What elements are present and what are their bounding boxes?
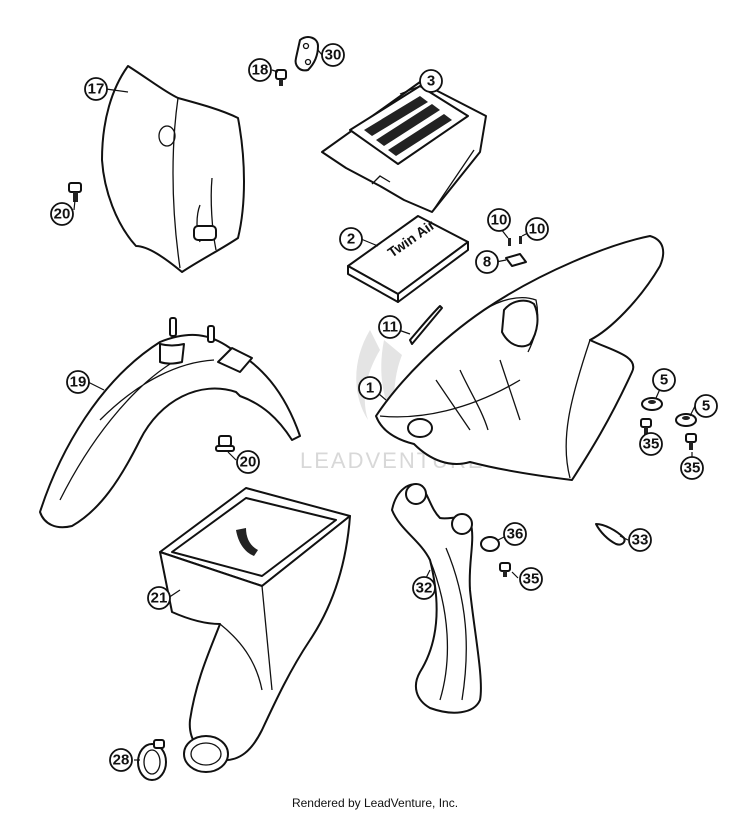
svg-text:3: 3 — [427, 73, 435, 90]
screw-18 — [275, 69, 287, 86]
svg-text:33: 33 — [632, 532, 649, 549]
svg-text:21: 21 — [151, 590, 168, 607]
callout-36: 36 — [503, 522, 527, 546]
cable-tie — [595, 523, 626, 546]
callout-5-left: 5 — [652, 368, 676, 392]
air-box-lid — [321, 81, 487, 213]
svg-text:11: 11 — [382, 319, 398, 336]
washer-36 — [480, 536, 500, 552]
svg-text:20: 20 — [54, 206, 71, 223]
callout-20-middle: 20 — [236, 450, 260, 474]
callout-5-right: 5 — [694, 394, 718, 418]
svg-text:32: 32 — [416, 580, 433, 597]
callout-35-right: 35 — [680, 456, 704, 480]
front-number-plate — [101, 65, 245, 273]
svg-text:36: 36 — [507, 526, 524, 543]
svg-text:28: 28 — [113, 752, 130, 769]
callout-8: 8 — [475, 250, 499, 274]
svg-text:10: 10 — [529, 221, 546, 238]
callout-28: 28 — [109, 748, 133, 772]
svg-text:35: 35 — [643, 436, 660, 453]
svg-text:20: 20 — [240, 454, 257, 471]
callout-19: 19 — [66, 370, 90, 394]
callout-10-left: 10 — [487, 208, 511, 232]
svg-text:1: 1 — [366, 380, 374, 397]
pins-10 — [508, 236, 522, 246]
grommet-5-right — [675, 413, 697, 427]
svg-text:30: 30 — [325, 47, 342, 64]
svg-text:17: 17 — [88, 81, 105, 98]
svg-text:10: 10 — [491, 212, 508, 229]
callout-20-upper: 20 — [50, 202, 74, 226]
grommet-5-left — [641, 397, 663, 411]
air-box — [159, 487, 351, 773]
callout-21: 21 — [147, 586, 171, 610]
air-filter: Twin Air — [347, 215, 469, 303]
footer-credit: Rendered by LeadVenture, Inc. — [291, 796, 459, 810]
svg-text:2: 2 — [347, 231, 355, 248]
callout-10-right: 10 — [525, 217, 549, 241]
svg-text:5: 5 — [702, 398, 710, 415]
svg-text:35: 35 — [684, 460, 701, 477]
callout-2: 2 — [339, 227, 363, 251]
screw-35-right — [685, 433, 697, 450]
callout-35-left: 35 — [639, 432, 663, 456]
screw-20-middle — [215, 435, 235, 452]
svg-text:19: 19 — [70, 374, 87, 391]
callout-1: 1 — [358, 376, 382, 400]
clip-8 — [505, 253, 527, 267]
rear-fender — [375, 235, 665, 481]
callout-17: 17 — [84, 77, 108, 101]
screw-20-upper — [68, 182, 82, 202]
svg-text:8: 8 — [483, 254, 491, 271]
strip-11 — [409, 305, 443, 345]
hose-clamp — [137, 739, 167, 781]
callout-33: 33 — [628, 528, 652, 552]
svg-text:35: 35 — [523, 571, 540, 588]
bracket-30 — [294, 36, 319, 72]
screw-35-left — [640, 418, 652, 435]
callout-30: 30 — [321, 43, 345, 67]
side-panel — [391, 483, 482, 714]
callout-32: 32 — [412, 576, 436, 600]
front-fender — [39, 317, 301, 529]
callout-18: 18 — [248, 58, 272, 82]
svg-text:18: 18 — [252, 62, 269, 79]
callout-3: 3 — [419, 69, 443, 93]
callout-11: 11 — [378, 315, 402, 339]
callout-35-center: 35 — [519, 567, 543, 591]
screw-35-center — [499, 562, 511, 577]
svg-text:5: 5 — [660, 372, 668, 389]
